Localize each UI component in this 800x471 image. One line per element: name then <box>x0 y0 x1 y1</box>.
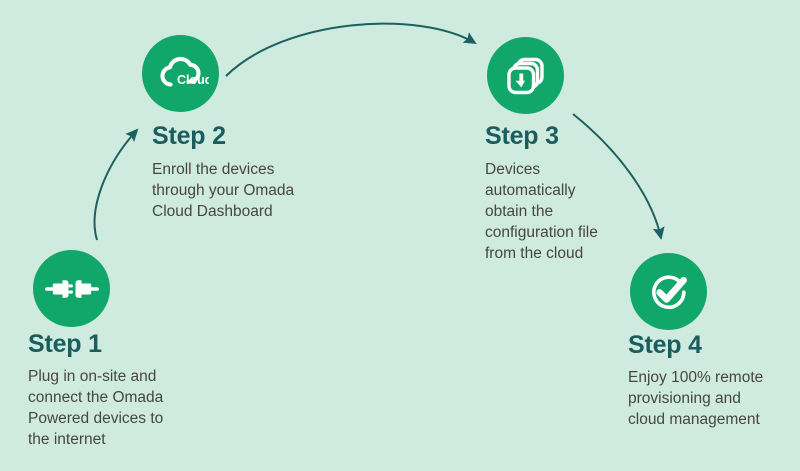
check-circle-icon <box>651 274 687 309</box>
cloud-icon: Cloud <box>159 56 209 86</box>
step-3-desc-line: Devices <box>485 161 541 178</box>
step-2-description: Enroll the devices through your Omada Cl… <box>152 159 294 222</box>
step-1-description: Plug in on-site and connect the Omada Po… <box>28 366 163 450</box>
step-2-desc-line: Cloud Dashboard <box>152 203 273 220</box>
step-2-desc-line: Enroll the devices <box>152 161 275 178</box>
step-3-icon-circle[interactable] <box>487 37 564 114</box>
plug-connector-icon <box>44 279 99 298</box>
step-1-desc-line: the internet <box>28 431 106 448</box>
step-3-desc-line: configuration file <box>485 224 598 241</box>
step-1-title: Step 1 <box>28 330 102 358</box>
step-2-title: Step 2 <box>152 122 226 150</box>
step-3-description: Devices automatically obtain the configu… <box>485 159 598 264</box>
step-1-desc-line: Powered devices to <box>28 410 164 427</box>
step-3-desc-line: from the cloud <box>485 245 584 262</box>
step-2-icon-circle[interactable]: Cloud <box>142 35 219 112</box>
step-3-title: Step 3 <box>485 122 559 150</box>
cloud-icon-label: Cloud <box>177 72 209 86</box>
step-1-desc-line: Plug in on-site and <box>28 368 157 385</box>
step-1-desc-line: connect the Omada <box>28 389 164 406</box>
step-3-desc-line: automatically <box>485 182 576 199</box>
step-4-desc-line: cloud management <box>628 411 760 428</box>
step-1-icon-circle[interactable] <box>33 250 110 327</box>
download-stack-icon <box>506 57 544 94</box>
arrow-step1-to-step2 <box>93 128 139 241</box>
arrow-step2-to-step3 <box>225 22 477 77</box>
step-4-title: Step 4 <box>628 331 702 359</box>
step-4-icon-circle[interactable] <box>630 253 707 330</box>
step-2-desc-line: through your Omada <box>152 182 295 199</box>
step-4-description: Enjoy 100% remote provisioning and cloud… <box>628 367 763 430</box>
step-3-desc-line: obtain the <box>485 203 554 220</box>
step-4-desc-line: Enjoy 100% remote <box>628 369 764 386</box>
step-4-desc-line: provisioning and <box>628 390 741 407</box>
